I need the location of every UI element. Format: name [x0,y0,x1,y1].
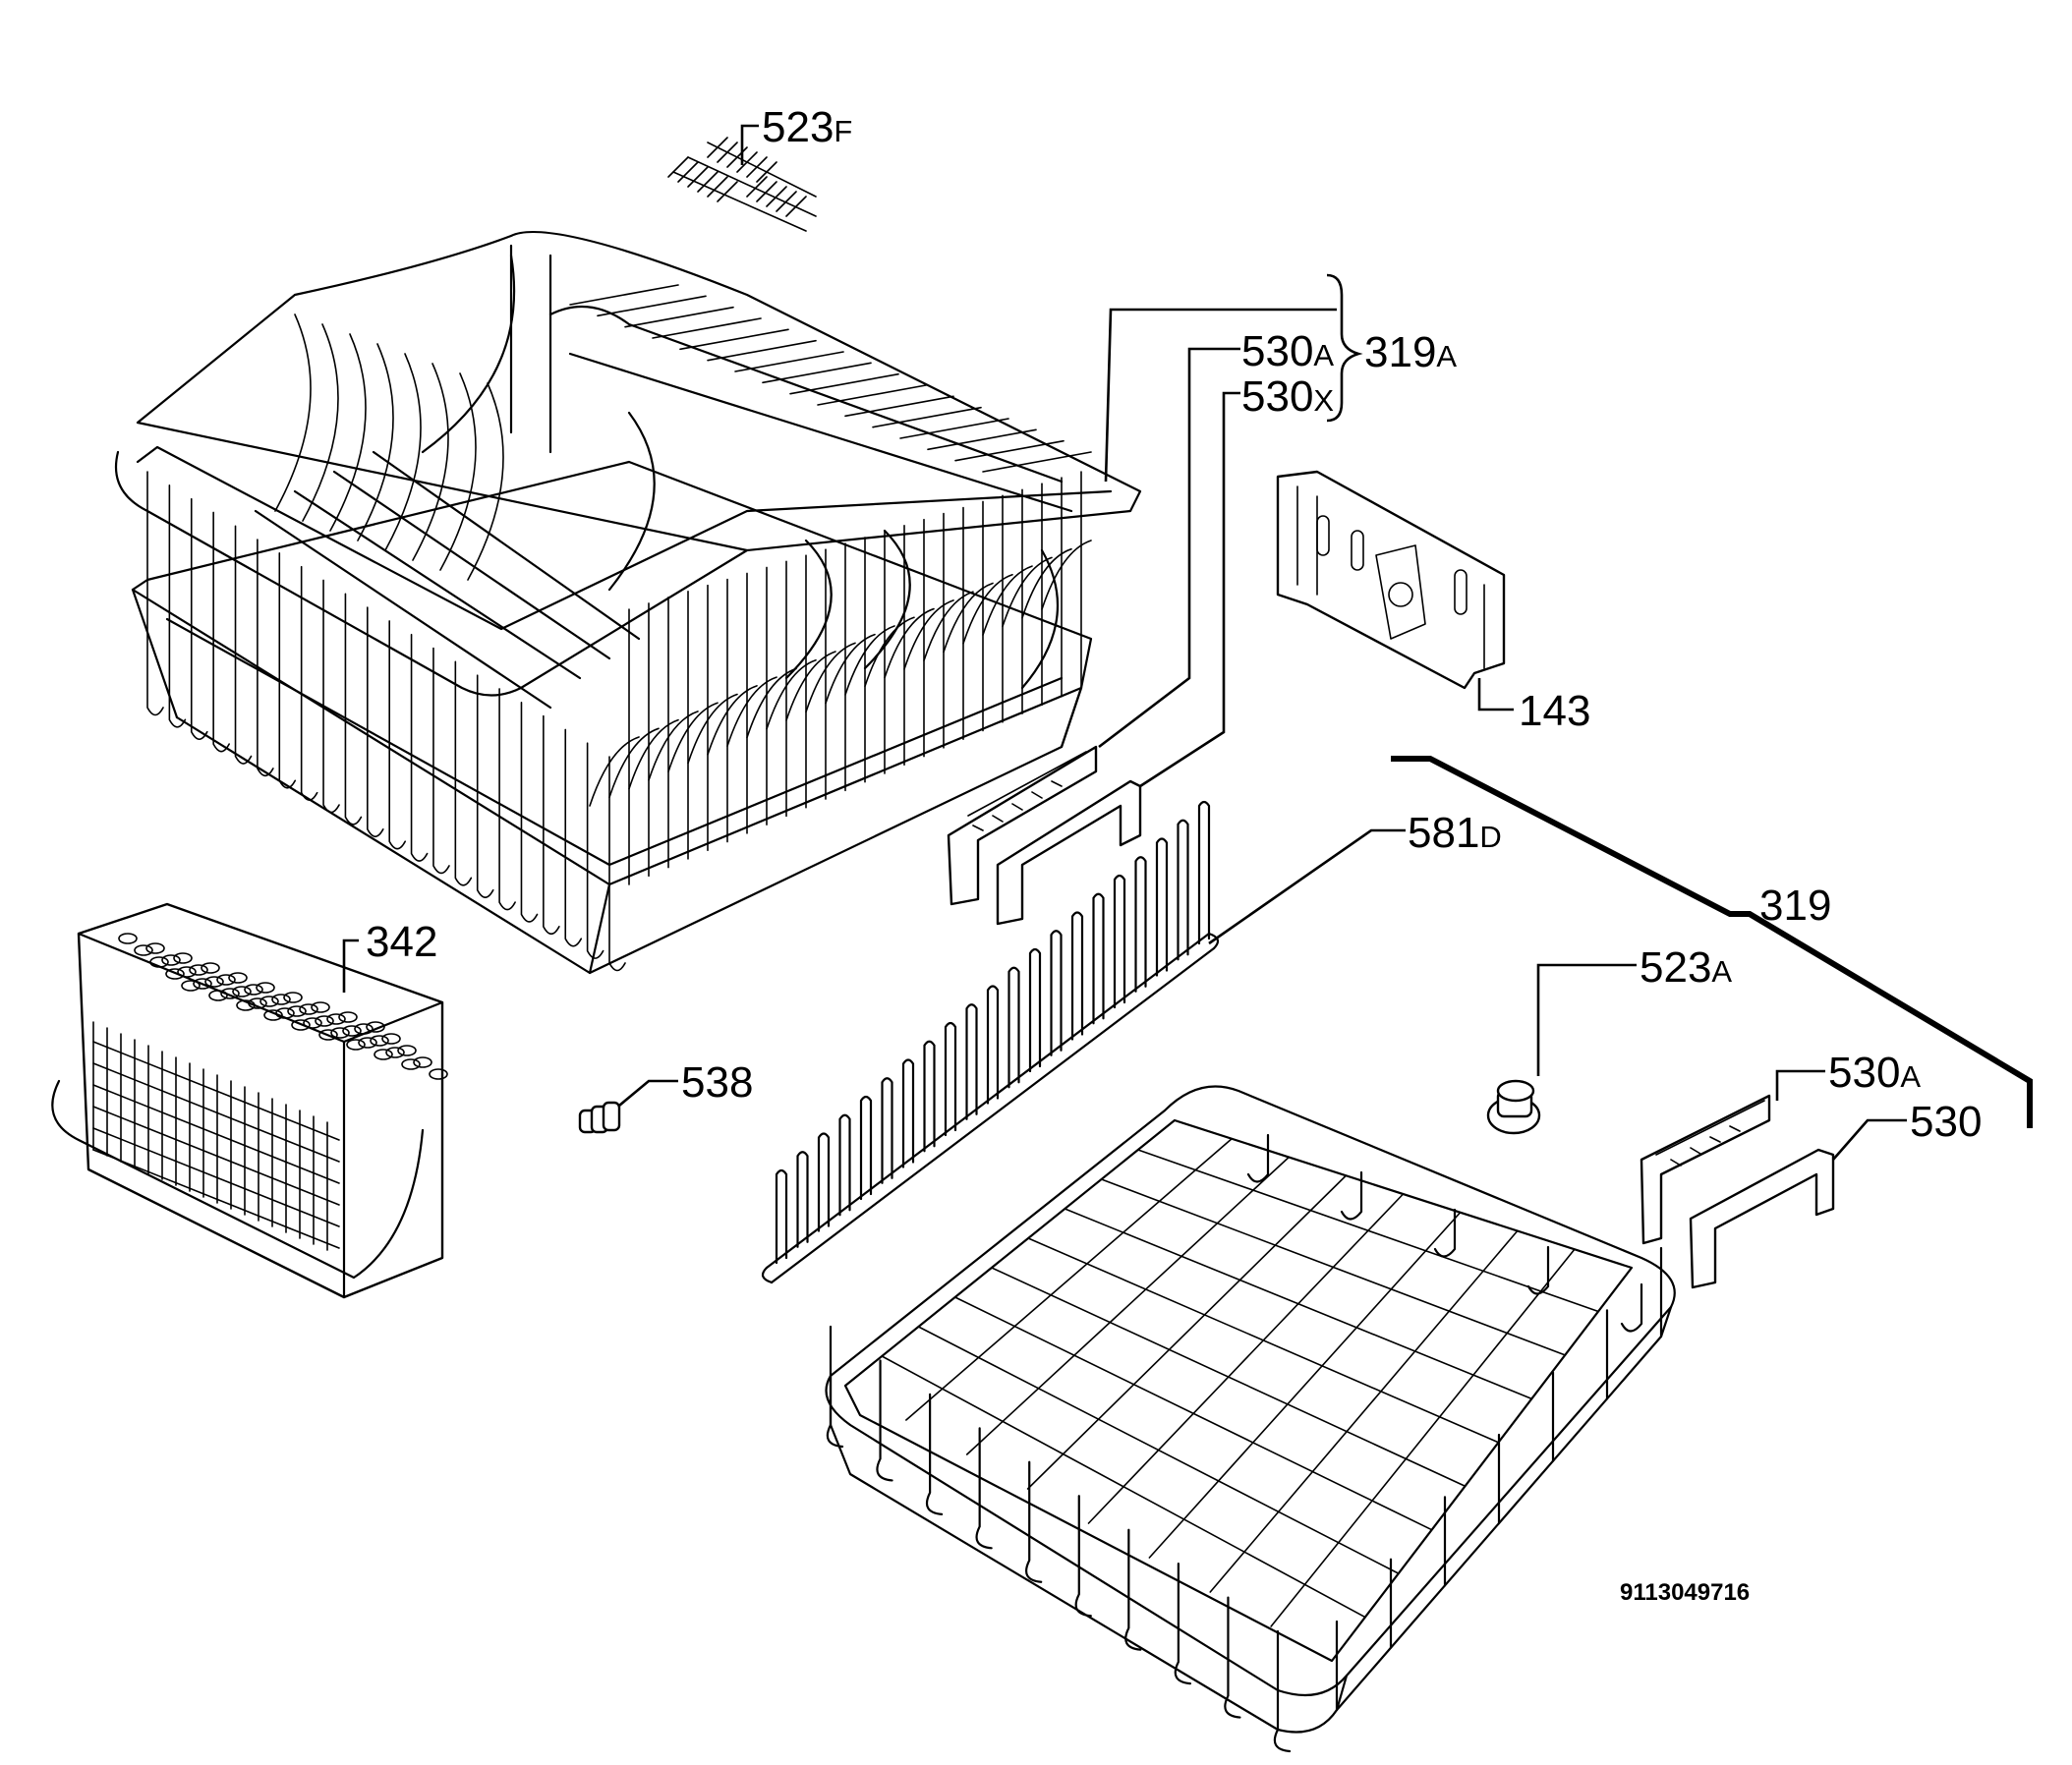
rail-end-530A-upper [947,745,1098,906]
clips-523F [667,137,817,232]
rail-end-530X-upper [996,779,1142,926]
callout-342: 342 [366,918,437,966]
leader-lines [342,124,2033,1161]
callout-530A-lower: 530A [1828,1049,1921,1097]
lower-basket [825,1085,1676,1753]
document-number: 9113049716 [1620,1579,1750,1606]
callout-143: 143 [1519,687,1590,735]
callout-523F: 523F [762,103,852,151]
tine-row-581D [761,800,1220,1284]
callout-319A: 319A [1364,328,1457,376]
rail-end-530A-lower [1640,1094,1771,1245]
callout-538: 538 [681,1058,753,1107]
upper-basket [114,230,1142,975]
rail-end-530-lower [1689,1148,1835,1289]
callout-530X: 530X [1241,372,1334,421]
callout-523A: 523A [1640,943,1732,992]
callout-530A-top: 530A [1241,327,1334,375]
callout-530: 530 [1910,1098,1982,1146]
callout-319: 319 [1759,882,1831,930]
wheel-bracket-143 [1276,470,1506,690]
wheel-523A [1486,1079,1541,1135]
bolt-538 [578,1101,621,1134]
cutlery-basket-342 [51,902,448,1299]
callout-581D: 581D [1408,809,1502,857]
